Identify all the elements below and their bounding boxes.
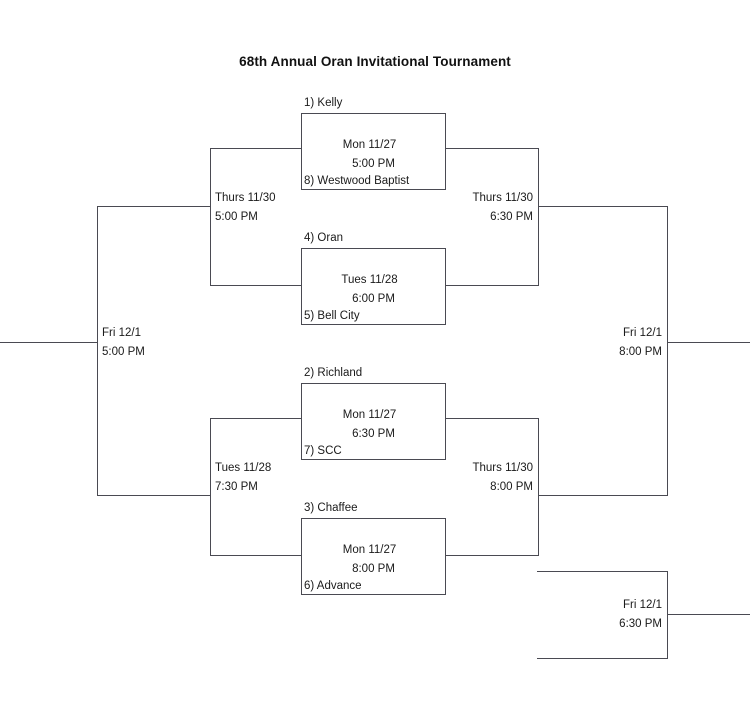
connector-game2-right-out (446, 285, 539, 286)
connector-game1-right-out (446, 148, 539, 149)
connector-game2-left-in (210, 285, 302, 286)
connector-final-left-upper-in (97, 206, 211, 207)
semifinal-lower-right-date: Thurs 11/30 (472, 462, 533, 474)
connector-game4-right-out (446, 555, 539, 556)
game2-date: Tues 11/28 (341, 274, 398, 286)
label-semifinal-upper-left: Thurs 11/30 5:00 PM (215, 189, 276, 227)
connector-lower-left-vertical (210, 418, 211, 556)
connector-final-right-lower-in (538, 495, 668, 496)
label-semifinal-lower-right: Thurs 11/30 8:00 PM (403, 459, 533, 497)
semifinal-lower-right-time: 8:00 PM (490, 481, 533, 493)
game1-date: Mon 11/27 (342, 139, 397, 151)
label-semifinal-upper-right: Thurs 11/30 6:30 PM (403, 189, 533, 227)
connector-consolation-lower-in (537, 658, 668, 659)
semifinal-lower-left-time: 7:30 PM (215, 481, 258, 493)
semifinal-upper-right-date: Thurs 11/30 (472, 192, 533, 204)
consolation-date: Fri 12/1 (623, 599, 662, 611)
game2-bottom-team: 5) Bell City (304, 310, 360, 322)
game4-date: Mon 11/27 (342, 544, 397, 556)
connector-final-right-upper-in (538, 206, 668, 207)
connector-upper-right-vertical (538, 148, 539, 286)
semifinal-upper-left-time: 5:00 PM (215, 211, 258, 223)
connector-final-left-lower-in (97, 495, 211, 496)
game-box-r1-game1[interactable]: 1) Kelly Mon 11/27 5:00 PM 8) Westwood B… (301, 97, 446, 190)
game-box-r1-game2[interactable]: 4) Oran Tues 11/28 6:00 PM 5) Bell City (301, 232, 446, 325)
game-box-r1-game4[interactable]: 3) Chaffee Mon 11/27 8:00 PM 6) Advance (301, 502, 446, 595)
page-title: 68th Annual Oran Invitational Tournament (239, 54, 511, 69)
connector-game3-right-out (446, 418, 539, 419)
game-box-r1-game3[interactable]: 2) Richland Mon 11/27 6:30 PM 7) SCC (301, 367, 446, 460)
connector-lower-right-vertical (538, 418, 539, 556)
label-consolation: Fri 12/1 6:30 PM (532, 596, 662, 634)
connector-consolation-upper-in (537, 571, 668, 572)
connector-final-right-stub (667, 342, 750, 343)
connector-upper-left-vertical (210, 148, 211, 286)
connector-game4-left-in (210, 555, 302, 556)
label-final-right: Fri 12/1 8:00 PM (532, 324, 662, 362)
game1-bottom-team: 8) Westwood Baptist (304, 175, 410, 187)
connector-consolation-vertical (667, 571, 668, 659)
game1-time: 5:00 PM (352, 158, 395, 170)
semifinal-upper-right-time: 6:30 PM (490, 211, 533, 223)
game1-top-team: 1) Kelly (304, 97, 343, 109)
game3-time: 6:30 PM (352, 428, 395, 440)
label-final-left: Fri 12/1 5:00 PM (102, 324, 145, 362)
connector-final-left-stub (0, 342, 98, 343)
game2-top-team: 4) Oran (304, 232, 343, 244)
game3-bottom-team: 7) SCC (304, 445, 342, 457)
game4-bottom-team: 6) Advance (304, 580, 362, 592)
consolation-time: 6:30 PM (619, 618, 662, 630)
final-right-time: 8:00 PM (619, 346, 662, 358)
label-semifinal-lower-left: Tues 11/28 7:30 PM (215, 459, 271, 497)
game3-date: Mon 11/27 (342, 409, 397, 421)
final-right-date: Fri 12/1 (623, 327, 662, 339)
game2-time: 6:00 PM (352, 293, 395, 305)
final-left-time: 5:00 PM (102, 346, 145, 358)
connector-game3-left-in (210, 418, 302, 419)
connector-consolation-stub (667, 614, 750, 615)
game4-top-team: 3) Chaffee (304, 502, 358, 514)
semifinal-upper-left-date: Thurs 11/30 (215, 192, 276, 204)
game4-time: 8:00 PM (352, 563, 395, 575)
connector-game1-left-in (210, 148, 302, 149)
connector-final-left-vertical (97, 206, 98, 496)
game3-top-team: 2) Richland (304, 367, 363, 379)
final-left-date: Fri 12/1 (102, 327, 141, 339)
connector-final-right-vertical (667, 206, 668, 496)
semifinal-lower-left-date: Tues 11/28 (215, 462, 272, 474)
